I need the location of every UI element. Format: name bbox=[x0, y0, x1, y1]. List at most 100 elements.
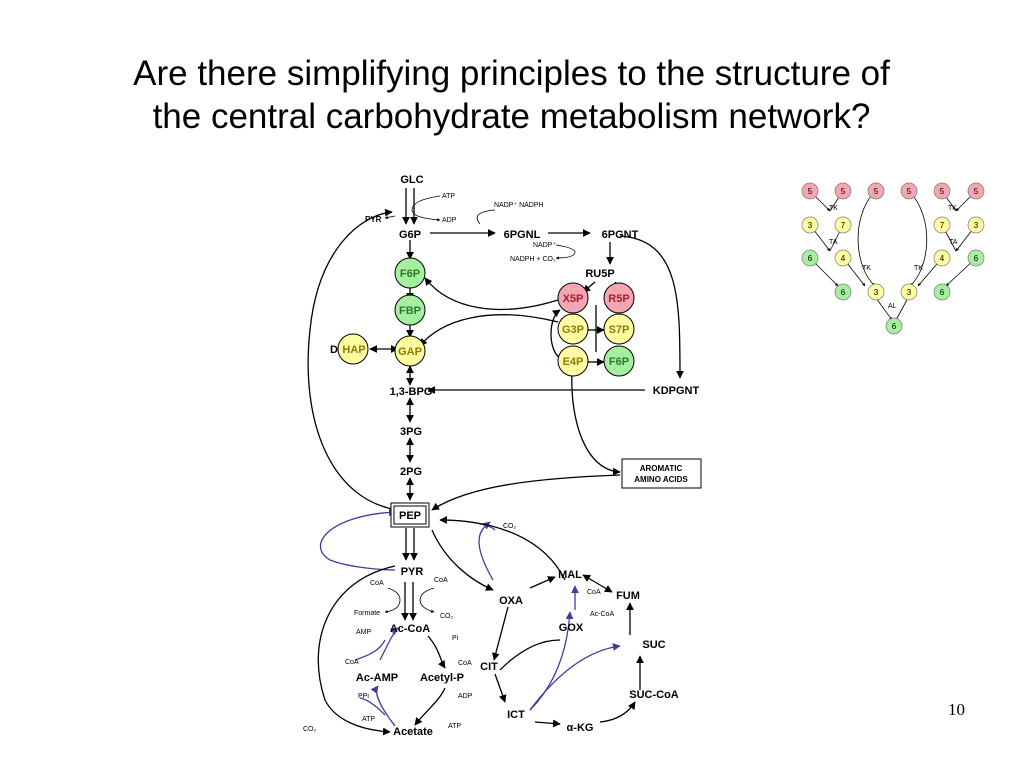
node-s7p: S7P bbox=[603, 313, 635, 345]
cof-nadp-2: NADP⁺ bbox=[533, 242, 556, 249]
6pgnl-label: 6PGNL bbox=[504, 229, 541, 241]
acetyl-p-label: Acetyl-P bbox=[420, 672, 464, 684]
node-r5p: R5P bbox=[603, 282, 635, 314]
g3p-label: G3P bbox=[562, 324, 584, 336]
mini-node-k: 6 bbox=[808, 254, 813, 263]
mini-node-s: 6 bbox=[892, 322, 897, 331]
pep-label: PEP bbox=[399, 510, 421, 522]
cof-co2-pyr: CO₂ bbox=[440, 613, 454, 620]
node-dhap: D HAP bbox=[330, 333, 369, 365]
mini-node-c: 5 bbox=[874, 187, 879, 196]
cof-co2-bottom: CO₂ bbox=[303, 726, 317, 733]
cof-coa-2: CoA bbox=[434, 577, 448, 584]
node-x5p: X5P bbox=[557, 282, 589, 314]
mini-node-d: 5 bbox=[907, 187, 912, 196]
fum-label: FUM bbox=[616, 590, 640, 602]
node-fbp: FBP bbox=[394, 294, 426, 326]
x5p-label: X5P bbox=[563, 293, 584, 305]
mal-label: MAL bbox=[558, 569, 582, 581]
cof-atp-ac2: ATP bbox=[448, 723, 461, 730]
mini-node-f: 5 bbox=[974, 187, 979, 196]
mini-node-g: 3 bbox=[808, 221, 813, 230]
gap-label: GAP bbox=[398, 346, 422, 358]
gox-label: GOX bbox=[559, 622, 584, 634]
lower-pathway bbox=[317, 508, 644, 736]
fbp-label: FBP bbox=[399, 305, 421, 317]
node-g3p: G3P bbox=[557, 313, 589, 345]
mini-node-r: 6 bbox=[940, 288, 945, 297]
r5p-label: R5P bbox=[608, 293, 629, 305]
kdpgnt-label: KDPGNT bbox=[653, 385, 700, 397]
6pgnt-label: 6PGNT bbox=[602, 229, 639, 241]
cofactor-labels: ATP ADP PYR NADP⁺ NADPH NADP⁺ NADPH + CO… bbox=[303, 193, 614, 733]
suc-label: SUC bbox=[642, 639, 665, 651]
mini-node-a: 5 bbox=[808, 187, 813, 196]
g6p-label: G6P bbox=[399, 229, 421, 241]
bpg-label: 1,3-BPG bbox=[390, 386, 433, 398]
cof-coa-mal: CoA bbox=[587, 589, 601, 596]
mini-label-ta1: TA bbox=[829, 239, 838, 246]
ac-amp-label: Ac-AMP bbox=[356, 672, 398, 684]
3pg-label: 3PG bbox=[400, 426, 422, 438]
suc-coa-label: SUC-CoA bbox=[629, 689, 679, 701]
cof-coa-1: CoA bbox=[370, 580, 384, 587]
aromatic-line-2: AMINO ACIDS bbox=[634, 475, 688, 484]
akg-label: α-KG bbox=[567, 722, 594, 734]
f6p-label: F6P bbox=[400, 268, 420, 280]
pyr-label: PYR bbox=[401, 566, 424, 578]
cit-label: CIT bbox=[480, 661, 498, 673]
mini-label-al: AL bbox=[888, 303, 897, 310]
page-number: 10 bbox=[948, 700, 965, 719]
upper-glycolysis bbox=[307, 188, 441, 511]
mini-node-e: 5 bbox=[940, 187, 945, 196]
cof-ac-coa-gox: Ac-CoA bbox=[590, 611, 614, 618]
acetate-label: Acetate bbox=[393, 726, 433, 738]
node-f6p-ppp: F6P bbox=[603, 345, 635, 377]
f6p-ppp-label: F6P bbox=[609, 356, 629, 368]
mini-node-p: 3 bbox=[874, 288, 879, 297]
ru5p-label: RU5P bbox=[585, 268, 614, 280]
cof-formate: Formate bbox=[354, 610, 380, 617]
cof-pyr-glc: PYR bbox=[365, 215, 382, 224]
mini-label-ta2: TA bbox=[949, 239, 958, 246]
ac-coa-label: Ac-CoA bbox=[390, 623, 430, 635]
cof-adp-ac: ADP bbox=[458, 693, 473, 700]
cof-pi: Pi bbox=[452, 635, 459, 642]
mini-node-l: 4 bbox=[841, 254, 846, 263]
cof-nadph-co2: NADPH + CO₂ bbox=[510, 256, 556, 263]
mini-node-o: 6 bbox=[841, 288, 846, 297]
cof-coa-3: CoA bbox=[345, 659, 359, 666]
mini-node-n: 6 bbox=[974, 254, 979, 263]
2pg-label: 2PG bbox=[400, 466, 422, 478]
dhap-label: HAP bbox=[342, 344, 365, 356]
ict-label: ICT bbox=[507, 709, 525, 721]
mini-nodes: 5 5 5 5 5 5 3 7 7 3 6 4 4 6 6 3 3 6 6 bbox=[801, 182, 985, 335]
slide-title: Are there simplifying principles to the … bbox=[0, 52, 1023, 138]
aromatic-line-1: AROMATIC bbox=[640, 464, 683, 473]
node-gap: GAP bbox=[394, 335, 426, 367]
mini-node-h: 7 bbox=[841, 221, 846, 230]
aromatic-box: AROMATIC AMINO ACIDS bbox=[621, 458, 702, 489]
cof-adp-glc: ADP bbox=[442, 217, 457, 224]
cof-ppi: PPi bbox=[358, 693, 369, 700]
s7p-label: S7P bbox=[609, 324, 630, 336]
mini-label-tk1: TK bbox=[829, 205, 838, 212]
cof-coa-4: CoA bbox=[458, 660, 472, 667]
metabolite-labels: GLC G6P 6PGNL 6PGNT RU5P 1,3-BPG 3PG 2PG… bbox=[356, 174, 700, 738]
mini-labels: TK TK TA TA TK TK AL bbox=[829, 205, 958, 310]
mini-label-tk2: TK bbox=[948, 205, 957, 212]
cof-atp-ac1: ATP bbox=[362, 716, 375, 723]
mini-pathway-diagram: 5 5 5 5 5 5 3 7 7 3 6 4 4 6 6 3 3 6 6 TK… bbox=[801, 182, 985, 335]
mini-node-i: 7 bbox=[940, 221, 945, 230]
mini-node-j: 3 bbox=[974, 221, 979, 230]
mini-node-b: 5 bbox=[841, 187, 846, 196]
node-e4p: E4P bbox=[557, 345, 589, 377]
e4p-label: E4P bbox=[563, 356, 584, 368]
pentose-phosphate-pathway bbox=[419, 209, 684, 511]
glc-label: GLC bbox=[400, 174, 423, 186]
pep-box: PEP bbox=[390, 502, 430, 528]
cof-nadp-1: NADP⁺ NADPH bbox=[494, 202, 544, 209]
cof-co2-pep: CO₂ bbox=[503, 523, 517, 530]
mini-node-q: 3 bbox=[907, 288, 912, 297]
node-f6p: F6P bbox=[394, 257, 426, 289]
